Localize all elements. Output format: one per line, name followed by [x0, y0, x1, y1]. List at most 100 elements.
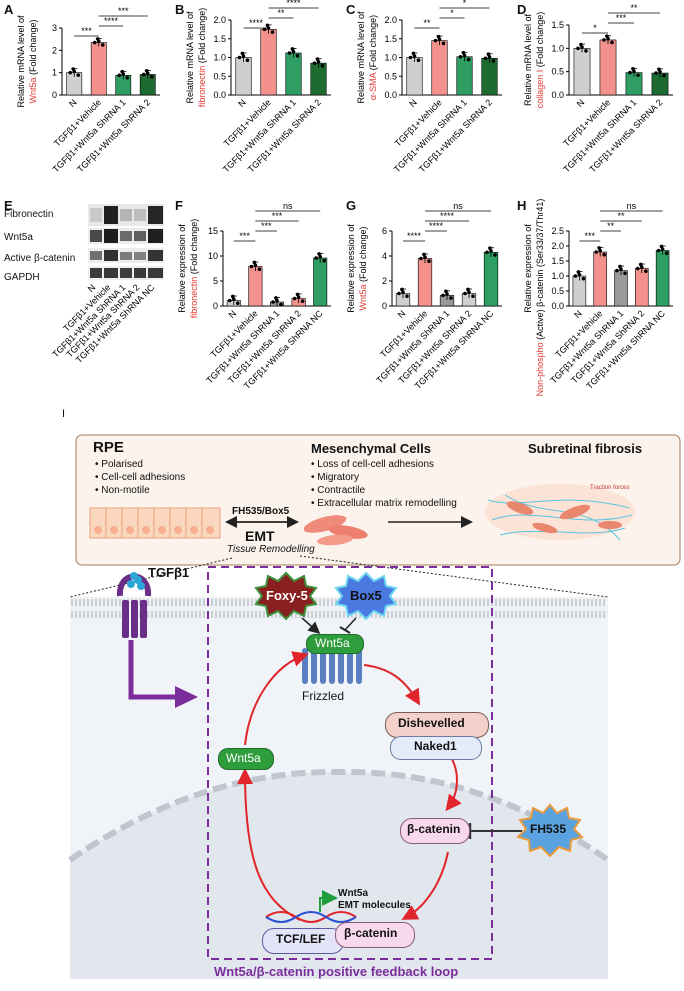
y-axis-label: α-SMA (Fold change) [368, 15, 378, 100]
tgfb1-label: TGFβ1 [148, 565, 190, 580]
rpe-cells-illustration [89, 507, 221, 539]
data-point [491, 59, 496, 63]
data-point [594, 250, 598, 254]
fibrosis-title: Subretinal fibrosis [528, 441, 643, 456]
band [148, 229, 163, 243]
y-axis-label-gene: α-SMA [368, 70, 378, 100]
data-point [411, 51, 416, 56]
panel-label: F [175, 198, 183, 213]
y-tick-label: 0.5 [384, 71, 397, 81]
data-point [149, 75, 154, 79]
data-point [640, 265, 644, 269]
panel-label: C [346, 2, 356, 17]
panel-label: G [346, 198, 357, 213]
data-point [493, 253, 497, 257]
data-point [449, 296, 453, 300]
dishevelled-pill [385, 712, 489, 738]
data-point [444, 289, 448, 294]
y-tick-label: 3 [52, 23, 57, 33]
y-axis-label-gene: Wnt5a [358, 282, 368, 311]
data-point [318, 254, 322, 259]
sig-label: *** [239, 231, 250, 241]
x-tick-label: N [575, 97, 587, 109]
emt-label: EMT [245, 528, 275, 544]
x-tick-label: N [67, 97, 79, 109]
y-tick-label: 1 [52, 68, 57, 78]
y-axis-label: Relative mRNA level of [185, 11, 195, 104]
sig-label: *** [272, 211, 283, 221]
band [104, 229, 118, 243]
data-point [271, 300, 275, 304]
nucleus [70, 771, 608, 979]
y-axis-label: Wnt5a (Fold change) [28, 19, 38, 103]
data-point [287, 51, 292, 55]
y-axis-label: collagen I (Fold change) [535, 12, 545, 109]
y-tick-label: 1.5 [384, 34, 397, 44]
mesenchymal-title: Mesenchymal Cells [311, 441, 431, 456]
y-axis-label-suffix: (Fold change) [197, 8, 207, 64]
sig-label: * [463, 0, 467, 8]
data-point [467, 290, 471, 294]
mesenchymal-item: • Loss of cell-cell adhesions [311, 459, 435, 470]
data-point [296, 295, 301, 299]
data-point [615, 268, 619, 273]
rpe-item: • Cell-cell adhesions [95, 472, 186, 483]
y-tick-label: 1.0 [384, 53, 397, 63]
band [104, 250, 118, 261]
band [134, 252, 146, 260]
y-tick-label: 0.5 [213, 71, 226, 81]
sig-label: *** [585, 231, 596, 241]
data-point [253, 263, 258, 267]
sig-label: **** [286, 0, 301, 8]
sig-label: **** [440, 211, 455, 221]
data-point [659, 244, 664, 249]
sig-label: ** [617, 211, 625, 221]
data-point [463, 291, 467, 296]
y-axis-label: Relative expression of [523, 224, 533, 313]
y-axis-label-suffix: (Fold change) [28, 19, 38, 75]
sig-label: * [450, 8, 454, 18]
data-point [436, 34, 441, 39]
data-point [265, 23, 270, 28]
y-axis-label: Relative expression of [177, 224, 187, 313]
data-point [400, 287, 404, 292]
sig-label: ns [627, 201, 637, 211]
y-tick-label: 0 [382, 301, 387, 311]
data-point [486, 52, 491, 56]
wnt5a-cytoplasm-pill [218, 748, 274, 770]
bcatenin-label: β-catenin [407, 822, 461, 836]
sig-label: **** [407, 231, 422, 241]
y-axis-label: fibronectin (Fold change) [189, 219, 199, 319]
rpe-item: • Polarised [95, 459, 143, 470]
y-tick-label: 5 [213, 276, 218, 286]
data-point [631, 67, 635, 71]
rpe-title: RPE [93, 439, 124, 456]
sig-label: *** [81, 26, 92, 36]
panel-label: A [4, 2, 14, 17]
data-point [644, 269, 648, 273]
y-tick-label: 0 [52, 90, 57, 100]
data-point [598, 248, 602, 253]
dishevelled-label: Dishevelled [398, 716, 465, 730]
y-tick-label: 15 [208, 226, 218, 236]
sig-label: ns [453, 201, 463, 211]
naked1-label: Naked1 [414, 739, 457, 753]
panel-label: H [517, 198, 527, 213]
data-point [76, 73, 81, 77]
blot-label-wnt5a: Wnt5a [4, 232, 33, 243]
data-point [610, 40, 614, 45]
y-tick-label: 1.0 [551, 271, 564, 281]
data-point [249, 264, 254, 269]
data-point [433, 38, 438, 43]
y-axis-label: fibronectin (Fold change) [197, 8, 207, 108]
sig-label: ** [423, 18, 431, 28]
panel-label: I [62, 408, 66, 420]
